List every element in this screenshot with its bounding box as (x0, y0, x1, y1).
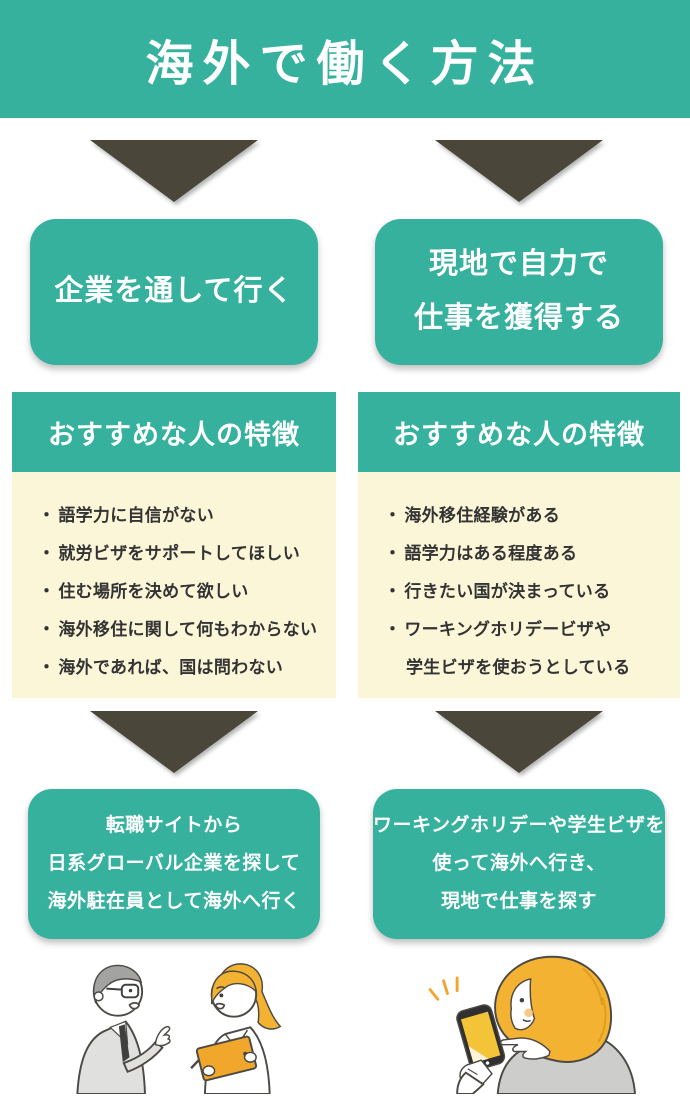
method-line: 企業を通して行く (54, 275, 294, 308)
bullet-marker: ・ (384, 506, 402, 525)
arrow-down-icon (435, 140, 603, 202)
column-company-route: 企業を通して行く おすすめな人の特徴 ・ 語学力に自信がない ・ 就労ビザをサポ… (12, 118, 336, 1094)
bullet-marker: ・ (384, 620, 402, 639)
bullet-marker: ・ (384, 544, 402, 563)
bullet-marker: ・ (38, 506, 56, 525)
list-item: ・ 語学力に自信がない (38, 497, 328, 535)
list-item: ・ 海外移住に関して何もわからない (38, 611, 328, 649)
result-line: ワーキングホリデーや学生ビザを (373, 815, 665, 836)
bullet-marker: ・ (38, 620, 56, 639)
bullet-marker: ・ (38, 582, 56, 601)
arrow-down-icon (90, 140, 258, 202)
list-item-continuation: 学生ビザを使おうとしている (406, 658, 631, 677)
smartphone-woman-illustration (369, 949, 669, 1094)
features-heading-right: おすすめな人の特徴 (358, 392, 680, 472)
features-panel-left: ・ 語学力に自信がない ・ 就労ビザをサポートしてほしい ・ 住む場所を決めて欲… (12, 472, 336, 698)
smartphone (456, 1004, 506, 1071)
result-line: 転職サイトから (105, 815, 243, 836)
sparkle-icon (428, 976, 459, 1001)
list-item: ・ 住む場所を決めて欲しい (38, 573, 328, 611)
man-in-suit (76, 964, 171, 1094)
list-item: ・ 語学力はある程度ある (384, 535, 672, 573)
arrow-down-icon (435, 711, 603, 773)
result-line: 海外駐在員として海外へ行く (47, 891, 301, 912)
list-item: ・ 海外移住経験がある (384, 497, 672, 535)
result-line: 日系グローバル企業を探して (47, 853, 301, 874)
method-box-self: 現地で自力で 仕事を獲得する (375, 219, 663, 365)
bullet-marker: ・ (384, 582, 402, 601)
method-line: 現地で自力で (428, 248, 609, 281)
list-item: ・ ワーキングホリデービザや (384, 611, 672, 649)
features-list: ・ 海外移住経験がある ・ 語学力はある程度ある ・ 行きたい国が決まっている … (384, 497, 672, 687)
list-item: ・ 行きたい国が決まっている (384, 573, 672, 611)
comparison-columns: 企業を通して行く おすすめな人の特徴 ・ 語学力に自信がない ・ 就労ビザをサポ… (0, 118, 690, 1094)
woman-with-folder (190, 963, 282, 1094)
features-heading-left: おすすめな人の特徴 (12, 392, 336, 472)
business-people-illustration (24, 949, 324, 1094)
page-title: 海外で働く方法 (145, 38, 545, 91)
column-self-route: 現地で自力で 仕事を獲得する おすすめな人の特徴 ・ 海外移住経験がある ・ 語… (358, 118, 680, 1094)
bullet-marker: ・ (38, 544, 56, 563)
arrow-down-icon (90, 711, 258, 773)
title-banner: 海外で働く方法 (0, 0, 690, 118)
result-box-company: 転職サイトから 日系グローバル企業を探して 海外駐在員として海外へ行く (28, 789, 320, 939)
list-item: ・ 就労ビザをサポートしてほしい (38, 535, 328, 573)
method-box-company: 企業を通して行く (30, 219, 318, 365)
method-line: 仕事を獲得する (413, 302, 624, 334)
result-box-self: ワーキングホリデーや学生ビザを 使って海外へ行き、 現地で仕事を探す (373, 789, 665, 939)
features-list: ・ 語学力に自信がない ・ 就労ビザをサポートしてほしい ・ 住む場所を決めて欲… (38, 497, 328, 687)
list-item: ・ 海外であれば、国は問わない (38, 649, 328, 687)
features-panel-right: ・ 海外移住経験がある ・ 語学力はある程度ある ・ 行きたい国が決まっている … (358, 472, 680, 698)
result-line: 現地で仕事を探す (440, 891, 597, 912)
result-line: 使って海外へ行き、 (432, 853, 606, 874)
bullet-marker: ・ (38, 658, 56, 677)
